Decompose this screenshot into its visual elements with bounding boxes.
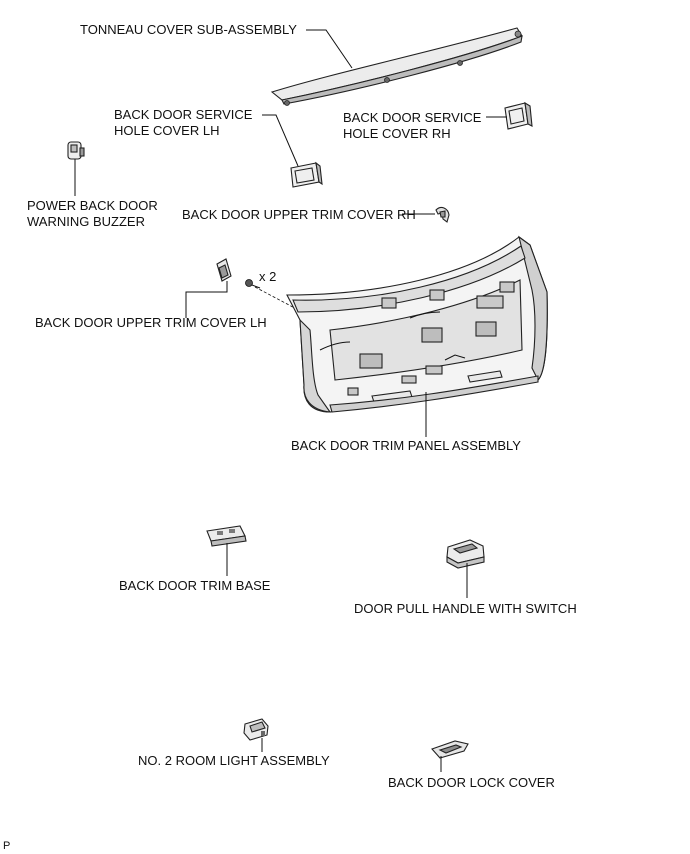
upper-trim-cover-lh-part	[216, 258, 232, 282]
room-light-part	[243, 718, 269, 741]
door-pull-handle-part	[446, 539, 485, 569]
corner-marker: P	[3, 840, 11, 852]
trim-base-label: BACK DOOR TRIM BASE	[119, 578, 271, 593]
service-hole-cover-lh-label-line1: BACK DOOR SERVICE	[114, 107, 253, 122]
tonneau-leader-line	[306, 29, 353, 69]
clip-part	[245, 279, 261, 289]
warning-buzzer-label-line1: POWER BACK DOOR	[27, 198, 158, 213]
upper-trim-cover-rh-label: BACK DOOR UPPER TRIM COVER RH	[182, 207, 416, 222]
upper-lh-leader-line	[185, 281, 228, 318]
upper-trim-cover-lh-label: BACK DOOR UPPER TRIM COVER LH	[35, 315, 267, 330]
service-lh-leader-line	[262, 114, 299, 167]
lock-cover-part	[431, 740, 469, 759]
service-hole-cover-rh-label-line2: HOLE COVER RH	[343, 126, 451, 141]
lock-cover-label: BACK DOOR LOCK COVER	[388, 775, 555, 790]
warning-buzzer-part	[67, 141, 85, 160]
room-light-label: NO. 2 ROOM LIGHT ASSEMBLY	[138, 753, 330, 768]
trim-panel-label: BACK DOOR TRIM PANEL ASSEMBLY	[291, 438, 521, 453]
back-door-trim-panel-part	[286, 235, 548, 413]
service-hole-cover-lh-part	[290, 161, 323, 188]
pull-handle-label: DOOR PULL HANDLE WITH SWITCH	[354, 601, 577, 616]
service-hole-cover-lh-label-line2: HOLE COVER LH	[114, 123, 220, 138]
tonneau-cover-part	[270, 27, 523, 106]
service-hole-cover-rh-label-line1: BACK DOOR SERVICE	[343, 110, 482, 125]
quantity-label: x 2	[259, 269, 277, 284]
tonneau-cover-label: TONNEAU COVER SUB-ASSEMBLY	[80, 22, 297, 37]
upper-trim-cover-rh-part	[435, 206, 450, 223]
trim-base-part	[206, 525, 247, 547]
service-hole-cover-rh-part	[504, 101, 533, 130]
warning-buzzer-label-line2: WARNING BUZZER	[27, 214, 145, 229]
